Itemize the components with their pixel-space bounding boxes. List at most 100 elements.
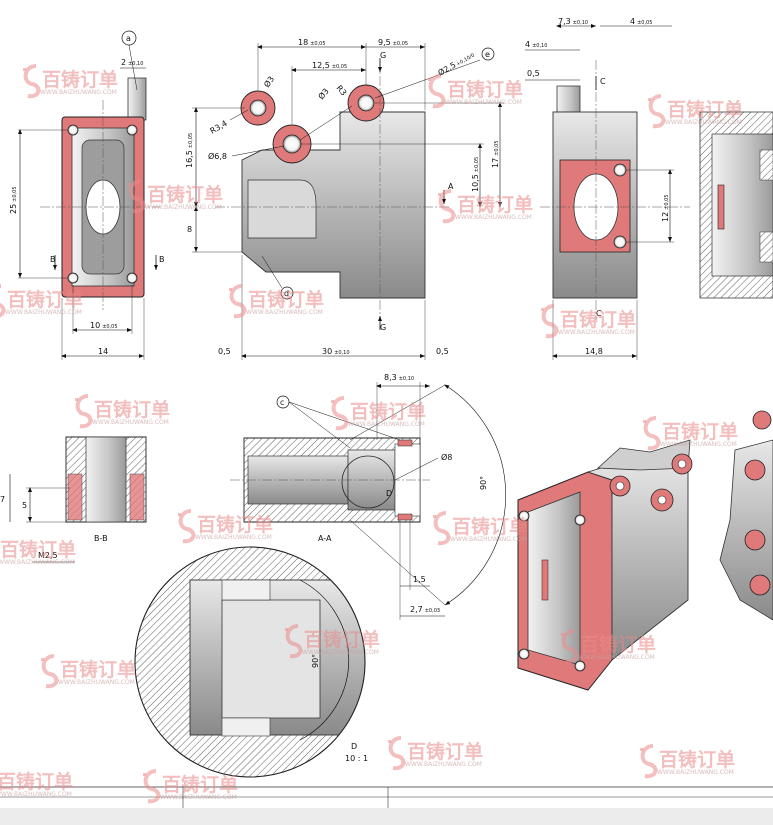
svg-text:16,5±0,05: 16,5±0,05 (185, 133, 194, 168)
svg-text:WWW.BAIZHUWANG.COM: WWW.BAIZHUWANG.COM (450, 536, 527, 543)
tol-17: ±0,05 (494, 140, 500, 155)
svg-text:百铸订单: 百铸订单 (197, 513, 273, 536)
svg-text:WWW.BAIZHUWANG.COM: WWW.BAIZHUWANG.COM (160, 794, 237, 801)
dim-9-5: 9,5 (378, 38, 391, 47)
dim-12-5: 12,5 (312, 61, 330, 70)
tol-25: ±0,05 (12, 186, 18, 201)
detail-d-scale: 10 : 1 (345, 754, 368, 763)
dim-phi3-b: Ø3 (316, 86, 331, 101)
tol-30: ±0,10 (334, 350, 349, 356)
detail-d-marker: D (386, 489, 392, 498)
dim-2-7: 2,7 (410, 605, 423, 614)
section-bb-view: 5 7 M2,5 B-B (0, 436, 147, 563)
svg-text:WWW.BAIZHUWANG.COM: WWW.BAIZHUWANG.COM (5, 309, 82, 316)
svg-text:WWW.BAIZHUWANG.COM: WWW.BAIZHUWANG.COM (40, 89, 117, 96)
dim-0-5-left: 0,5 (218, 347, 231, 356)
dim-4-right: 4 (630, 17, 635, 26)
tol-9-5: ±0,05 (393, 41, 408, 47)
svg-text:12,5±0,05: 12,5±0,05 (312, 61, 347, 70)
callout-c: c (280, 398, 284, 407)
dim-30: 30 (322, 347, 332, 356)
svg-text:WWW.BAIZHUWANG.COM: WWW.BAIZHUWANG.COM (92, 419, 169, 426)
svg-text:17±0,05: 17 ±0,05 (491, 140, 500, 168)
dim-0-5-right: 0,5 (436, 347, 449, 356)
section-aa-label: A-A (318, 534, 332, 543)
svg-text:百铸订单: 百铸订单 (248, 288, 324, 311)
dim-phi8: Ø8 (441, 452, 452, 462)
dim-10: 10 (90, 321, 100, 330)
svg-text:百铸订单: 百铸订单 (407, 740, 483, 763)
svg-text:百铸订单: 百铸订单 (667, 98, 743, 121)
svg-text:4±0,05: 4±0,05 (630, 17, 652, 26)
tol-12-5: ±0,05 (332, 64, 347, 70)
svg-text:百铸订单: 百铸订单 (662, 420, 738, 443)
dim-r3-4: R3,4 (209, 119, 229, 136)
dim-4-left: 4 (525, 40, 530, 49)
detail-d-label: D (351, 742, 357, 751)
svg-text:9,5±0,05: 9,5±0,05 (378, 38, 408, 47)
svg-text:百铸订单: 百铸订单 (162, 773, 238, 796)
dim-14: 14 (98, 347, 108, 356)
svg-text:百铸订单: 百铸订单 (659, 748, 735, 771)
svg-text:WWW.BAIZHUWANG.COM: WWW.BAIZHUWANG.COM (0, 559, 75, 566)
dim-17: 17 (491, 158, 500, 168)
svg-text:百铸订单: 百铸订单 (457, 193, 533, 216)
svg-text:百铸订单: 百铸订单 (7, 288, 83, 311)
dim-18: 18 (298, 38, 308, 47)
svg-text:WWW.BAIZHUWANG.COM: WWW.BAIZHUWANG.COM (0, 791, 72, 798)
tol-10: ±0,05 (102, 324, 117, 330)
dim-1-5: 1,5 (413, 575, 426, 584)
tol-7-3: ±0,10 (573, 20, 588, 26)
dim-r3: R3 (334, 84, 348, 98)
svg-text:百铸订单: 百铸订单 (0, 538, 76, 561)
svg-text:WWW.BAIZHUWANG.COM: WWW.BAIZHUWANG.COM (302, 649, 379, 656)
tol-4-left: ±0,10 (532, 43, 547, 49)
tol-8-3: ±0,10 (399, 376, 414, 382)
dim-14-8: 14,8 (585, 347, 603, 356)
svg-text:WWW.BAIZHUWANG.COM: WWW.BAIZHUWANG.COM (445, 99, 522, 106)
svg-text:百铸订单: 百铸订单 (42, 68, 118, 91)
svg-text:2,7±0,03: 2,7±0,03 (410, 605, 440, 614)
svg-text:百铸订单: 百铸订单 (350, 400, 426, 423)
svg-text:Ø2,5+0,10/0: Ø2,5+0,10/0 (436, 49, 476, 78)
callout-a: a (126, 34, 131, 43)
svg-text:30±0,10: 30±0,10 (322, 347, 350, 356)
dim-0-5-side: 0,5 (527, 69, 540, 78)
section-aa-view: 8,3±0,10 Ø8 90° D 1,5 2,7±0,03 A-A c (230, 373, 507, 620)
side-view: 12±0,05 14,8 7,3±0,10 4±0,05 4±0,10 0,5 … (525, 17, 690, 360)
dim-90-aa: 90° (479, 476, 488, 490)
svg-text:WWW.BAIZHUWANG.COM: WWW.BAIZHUWANG.COM (405, 761, 482, 768)
detail-d-view: 90° D 10 : 1 (134, 546, 368, 778)
left-view: 25±0,05 10±0,05 14 2±0,10 B B a (9, 30, 165, 360)
dim-25: 25 (9, 204, 18, 214)
title-block-strip (0, 786, 773, 825)
svg-text:12±0,05: 12±0,05 (661, 194, 670, 222)
tol-12: ±0,05 (664, 194, 670, 209)
svg-text:4±0,10: 4±0,10 (525, 40, 547, 49)
svg-text:WWW.BAIZHUWANG.COM: WWW.BAIZHUWANG.COM (455, 214, 532, 221)
section-c-top: C (600, 77, 606, 86)
dim-8: 8 (187, 225, 192, 234)
dim-phi6-8: Ø6,8 (208, 151, 227, 161)
tol-10-5: ±0,05 (474, 157, 480, 172)
svg-text:WWW.BAIZHUWANG.COM: WWW.BAIZHUWANG.COM (348, 421, 425, 428)
svg-text:百铸订单: 百铸订单 (560, 308, 636, 331)
dim-8-3: 8,3 (384, 373, 397, 382)
svg-text:25±0,05: 25 ±0,05 (9, 186, 18, 214)
svg-text:百铸订单: 百铸订单 (0, 770, 73, 793)
section-bb-label: B-B (94, 534, 108, 543)
